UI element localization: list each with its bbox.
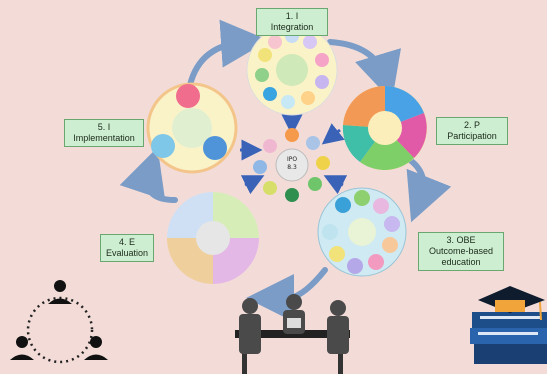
- participation-label-name: Participation: [447, 131, 497, 141]
- center-line-1: IPO: [286, 156, 298, 163]
- implementation-label-number: 5. I: [97, 122, 111, 132]
- implementation-circle: [146, 82, 238, 174]
- arrow-evaluation-to-implementation: [119, 147, 178, 203]
- center-text: IPO 8.3: [278, 156, 306, 172]
- arrow-participation-to-obe: [406, 157, 452, 223]
- meeting-illustration: [235, 294, 350, 374]
- participation-label-number: 2. P: [463, 120, 480, 130]
- evaluation-label: 4. E Evaluation: [100, 234, 154, 262]
- books-graduation-cap-illustration: [470, 286, 547, 364]
- obe-label-number: 3. OBE: [446, 235, 476, 245]
- people-network-illustration: [10, 280, 108, 364]
- integration-label: 1. I Integration: [256, 8, 328, 36]
- participation-label: 2. P Participation: [436, 117, 508, 145]
- integration-label-name: Integration: [270, 22, 314, 32]
- arrow-implementation-to-integration: [187, 19, 269, 88]
- integration-label-number: 1. I: [285, 11, 299, 21]
- implementation-label: 5. I Implementation: [64, 119, 144, 147]
- evaluation-label-number: 4. E: [118, 237, 135, 247]
- obe-circle: [317, 187, 407, 277]
- cycle-arrows: [119, 19, 452, 322]
- obe-label-name: Outcome-based: [428, 246, 494, 256]
- arrow-integration-to-participation: [327, 39, 401, 101]
- integration-circle: [246, 24, 338, 116]
- participation-circle: [342, 85, 427, 170]
- implementation-label-name: Implementation: [73, 133, 135, 143]
- obe-label: 3. OBE Outcome-based education: [418, 232, 504, 271]
- evaluation-label-name: Evaluation: [105, 248, 149, 258]
- center-line-2: 8.3: [287, 164, 297, 171]
- evaluation-circle: [167, 192, 259, 284]
- center-cluster: [253, 128, 330, 202]
- obe-label-name-2: education: [441, 257, 481, 267]
- arrow-obe-to-evaluation: [246, 267, 328, 322]
